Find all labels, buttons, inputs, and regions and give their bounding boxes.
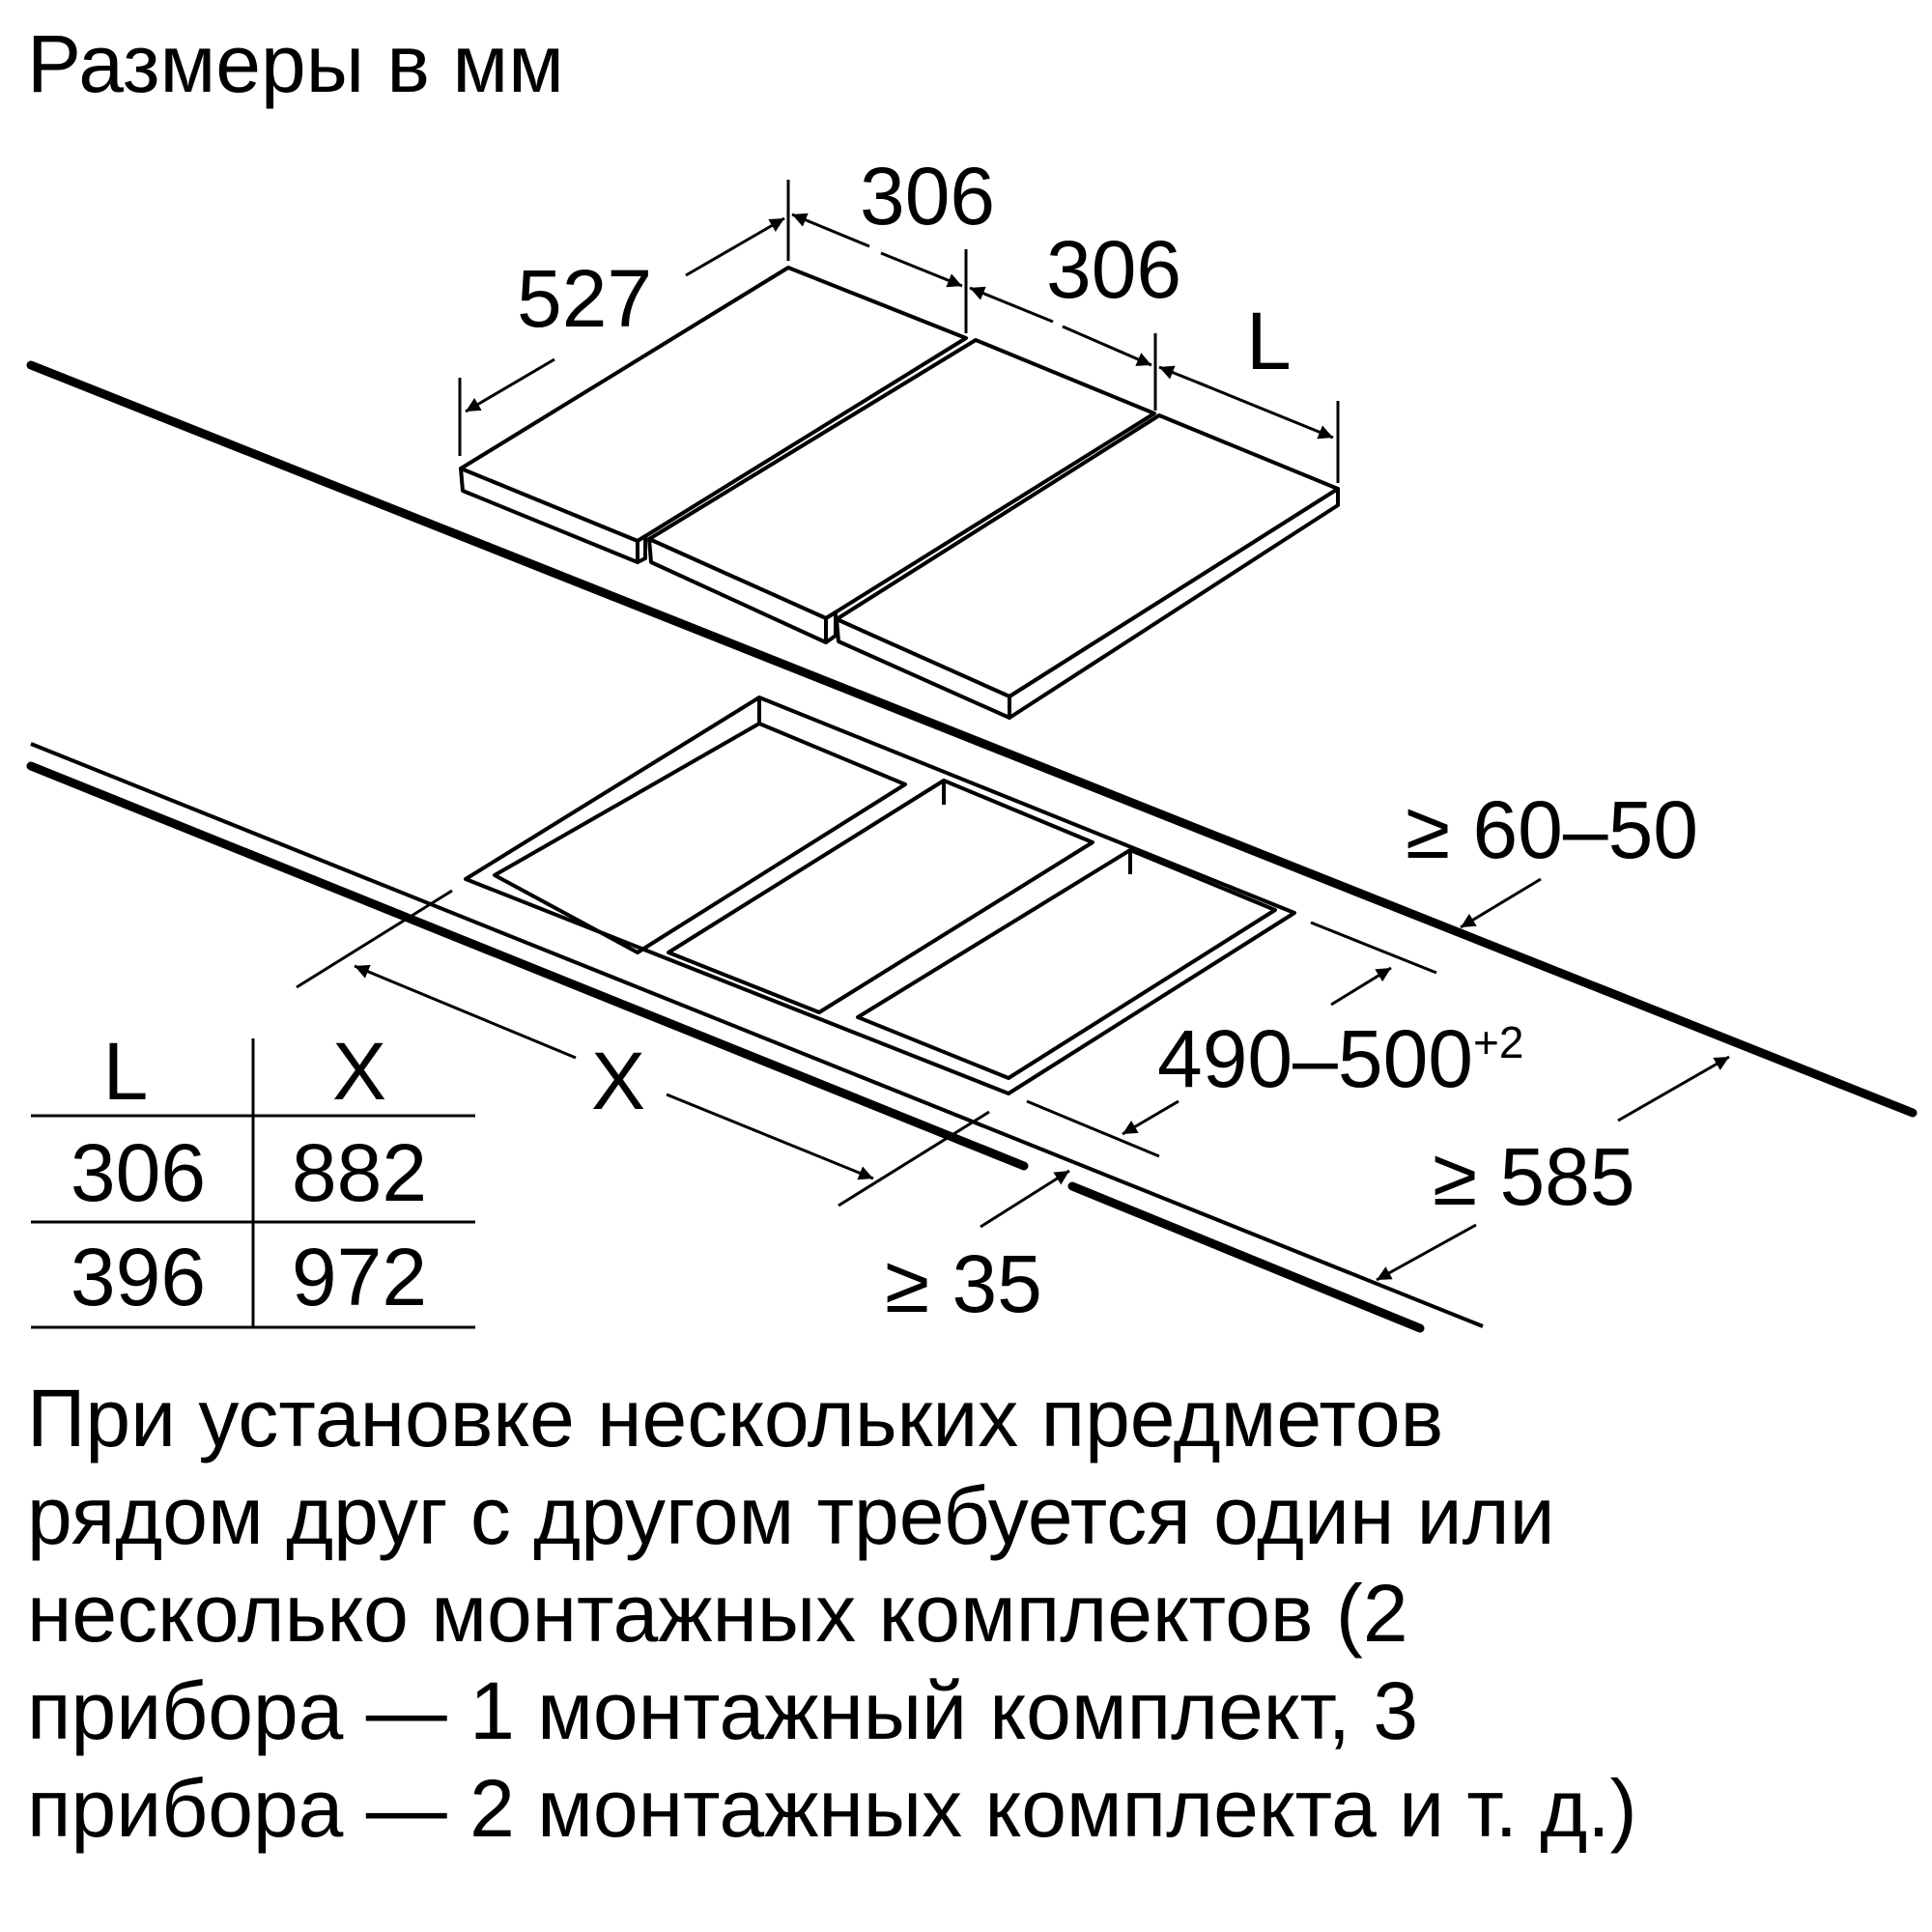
label-306-a: 306: [860, 151, 995, 242]
worktop-front-edge-thick-left: [26, 761, 1029, 1171]
hob-module-1-side: [636, 534, 647, 564]
hob-module-3-side: [1008, 487, 1340, 720]
label-490-500: 490–500+2: [1157, 1013, 1523, 1104]
worktop-front-edge-thin: [30, 742, 1484, 1328]
hob-modules: [459, 266, 1340, 720]
worktop-back-edge: [26, 360, 1918, 1118]
table-cell: 972: [292, 1232, 427, 1322]
table-header-l: L: [103, 1026, 149, 1117]
table-header-x: X: [332, 1026, 386, 1117]
note-line: несколько монтажных комплектов (2: [27, 1568, 1408, 1659]
dim-X: [296, 889, 990, 1208]
dim-L: [1158, 365, 1340, 483]
note-line: прибора — 2 монтажных комплекта и т. д.): [27, 1763, 1637, 1854]
dim-306-a: [791, 213, 968, 333]
label-L: L: [1246, 296, 1292, 386]
lx-table: L X 306 882 396 972: [31, 1026, 475, 1329]
dim-585: [1376, 1055, 1730, 1282]
dim-35-leader: [980, 1169, 1070, 1229]
table-cell: 882: [292, 1127, 427, 1218]
worktop-front-edge-thick-right: [1067, 1181, 1425, 1333]
note-line: прибора — 1 монтажный комплект, 3: [27, 1665, 1419, 1756]
label-585: ≥ 585: [1433, 1131, 1635, 1222]
installation-note: При установке нескольких предметов рядом…: [27, 1370, 1901, 1858]
dim-490-500: [1026, 921, 1437, 1158]
table-cell: 306: [71, 1127, 206, 1218]
dim-306-b: [969, 286, 1157, 411]
table-cell: 396: [71, 1232, 206, 1322]
note-line: При установке нескольких предметов: [27, 1373, 1444, 1463]
hob-module-2-side: [824, 611, 838, 644]
label-490-500-value: 490–500: [1157, 1013, 1473, 1104]
label-527: 527: [517, 253, 652, 344]
label-490-500-tolerance: +2: [1473, 1017, 1523, 1067]
worktop-cutout: [464, 696, 1296, 1095]
page-title: Размеры в мм: [27, 18, 564, 109]
label-60-50: ≥ 60–50: [1406, 784, 1698, 875]
dim-527: [458, 180, 790, 456]
label-X: X: [591, 1036, 645, 1126]
label-306-b: 306: [1046, 224, 1181, 315]
dim-60-50-leader: [1460, 877, 1542, 929]
label-35: ≥ 35: [885, 1238, 1042, 1329]
note-line: рядом друг с другом требуется один или: [27, 1470, 1555, 1561]
